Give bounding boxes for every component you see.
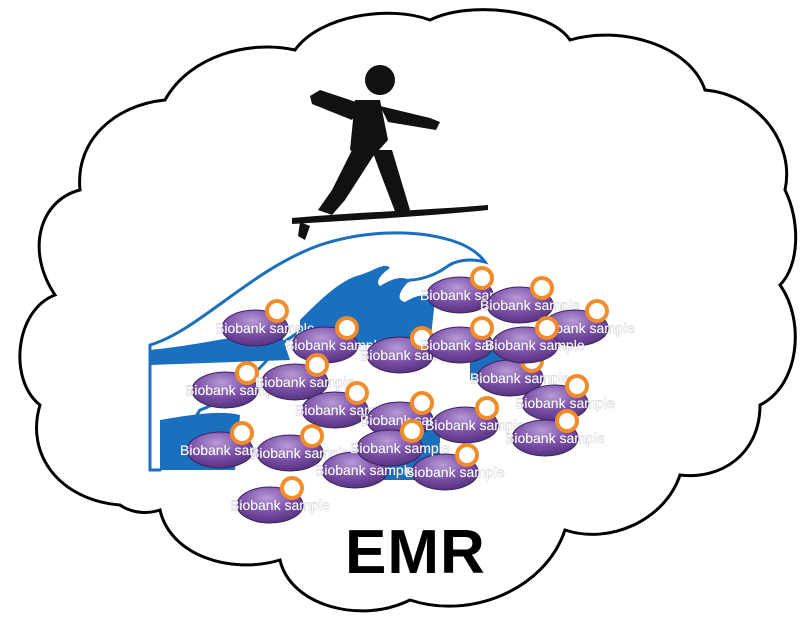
surfer-icon <box>292 65 488 240</box>
biobank-sample-label: Biobank sample <box>405 464 505 480</box>
biobank-sample-label: Biobank sample <box>255 374 355 390</box>
sample-ring-icon <box>400 419 424 443</box>
biobank-sample-label: Biobank sample <box>230 497 330 513</box>
sample-ring-icon <box>585 299 609 323</box>
biobank-sample-label: Biobank sample <box>215 320 315 336</box>
emr-label: EMR <box>345 518 486 587</box>
biobank-sample: Biobank sample <box>505 409 605 457</box>
sample-ring-icon <box>235 361 259 385</box>
biobank-sample-label: Biobank sample <box>515 395 615 411</box>
biobank-sample-label: Biobank sample <box>185 382 285 398</box>
sample-ring-icon <box>470 266 494 290</box>
biobank-sample-label: Biobank sample <box>425 417 525 433</box>
biobank-sample-label: Biobank sample <box>485 337 585 353</box>
sample-ring-icon <box>345 381 369 405</box>
sample-ring-icon <box>410 391 434 415</box>
biobank-sample-label: Biobank sample <box>480 297 580 313</box>
biobank-sample-label: Biobank sample <box>250 445 350 461</box>
biobank-sample: Biobank sample <box>350 419 450 467</box>
biobank-sample: Biobank sample <box>255 353 355 401</box>
biobank-sample: Biobank sample <box>185 361 285 409</box>
biobank-sample: Biobank sample <box>285 316 385 364</box>
sample-ring-icon <box>530 276 554 300</box>
biobank-sample-label: Biobank sample <box>535 320 635 336</box>
sample-ring-icon <box>470 316 494 340</box>
sample-ring-icon <box>455 443 479 467</box>
sample-ring-icon <box>230 421 254 445</box>
biobank-sample: Biobank sample <box>480 276 580 324</box>
biobank-sample: Biobank sample <box>215 299 315 347</box>
sample-ring-icon <box>335 316 359 340</box>
sample-ring-icon <box>475 396 499 420</box>
sample-ring-icon <box>280 476 304 500</box>
sample-ring-icon <box>265 299 289 323</box>
biobank-sample: Biobank sample <box>425 396 525 444</box>
sample-ring-icon <box>300 424 324 448</box>
sample-ring-icon <box>305 353 329 377</box>
biobank-sample: Biobank sample <box>180 421 280 469</box>
sample-ring-icon <box>535 316 559 340</box>
sample-ring-icon <box>565 374 589 398</box>
biobank-sample: Biobank sample <box>250 424 350 472</box>
biobank-sample-label: Biobank sample <box>285 337 385 353</box>
biobank-sample: Biobank sample <box>485 316 585 364</box>
biobank-sample-label: Biobank sample <box>180 442 280 458</box>
biobank-sample: Biobank sample <box>230 476 330 524</box>
biobank-sample: Biobank sample <box>405 443 505 491</box>
biobank-sample: Biobank sample <box>470 349 570 397</box>
biobank-sample: Biobank sample <box>535 299 635 347</box>
biobank-sample-label: Biobank sample <box>470 370 570 386</box>
biobank-sample-label: Biobank sample <box>505 430 605 446</box>
sample-ring-icon <box>555 409 579 433</box>
biobank-sample-label: Biobank sample <box>350 440 450 456</box>
